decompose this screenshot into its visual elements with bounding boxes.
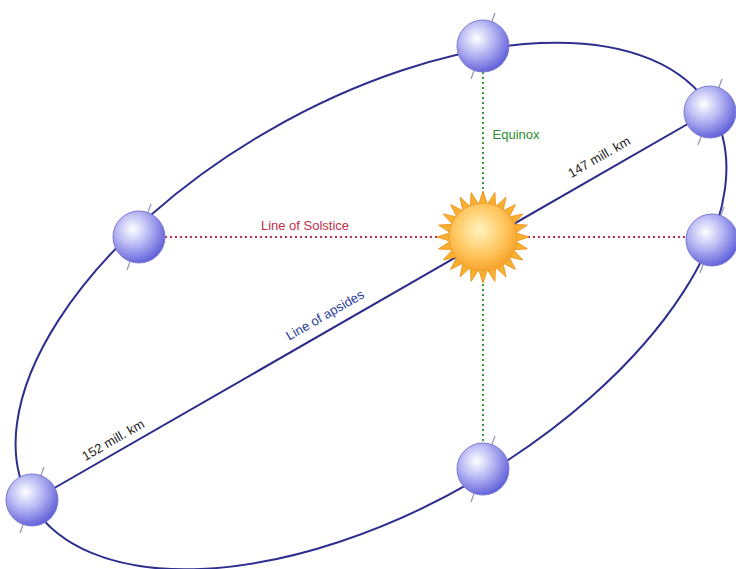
sun-disc — [449, 203, 517, 271]
earth-symbol — [457, 436, 509, 502]
sun-rays — [437, 191, 529, 283]
equinox-line — [482, 274, 484, 443]
apsides-line — [30, 110, 712, 502]
earth-symbol — [686, 207, 736, 273]
solstice-line — [165, 236, 448, 238]
orbit-label: Equinox — [491, 127, 542, 142]
earth-symbol — [113, 204, 165, 270]
sun-symbol — [437, 191, 529, 283]
equinox-line — [482, 72, 484, 200]
earth-symbol — [457, 13, 509, 79]
earth-symbol — [684, 79, 736, 145]
earth-symbol — [6, 467, 58, 533]
solstice-line — [518, 236, 688, 238]
orbit-label: Line of Solstice — [259, 218, 351, 233]
